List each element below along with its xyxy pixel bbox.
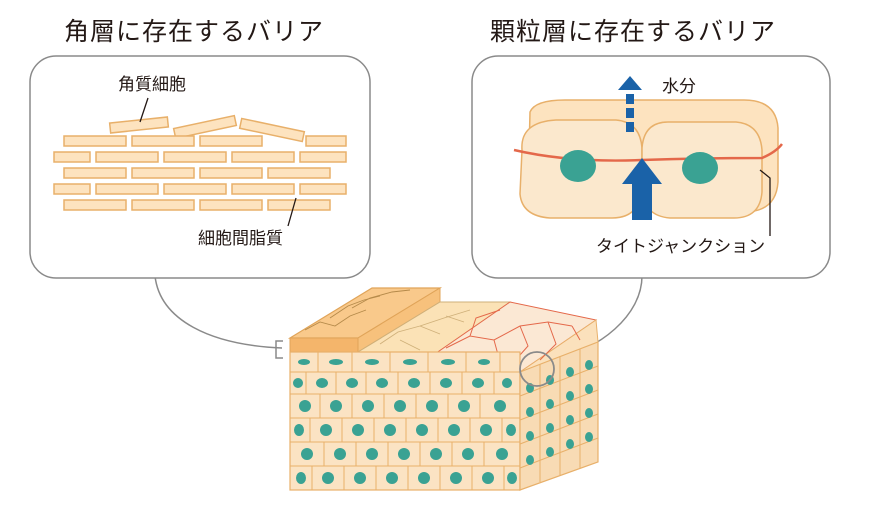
stratum-bracket: [275, 340, 283, 359]
intercellular-lipid-label: 細胞間脂質: [198, 229, 283, 249]
magnifier-circle: [519, 351, 555, 387]
corneocyte-leader: [139, 97, 149, 123]
water-label: 水分: [662, 77, 696, 97]
water-arrow-dashed: [618, 76, 642, 132]
front-cell-grid: [290, 352, 520, 490]
right-panel-title: 顆粒層に存在するバリア: [490, 17, 777, 46]
corneocyte: [108, 116, 170, 134]
left-panel-title: 角層に存在するバリア: [64, 17, 325, 46]
water-blocked-arrow: [622, 158, 662, 220]
stratum-corneum-front: [289, 337, 359, 353]
nucleus-icon: [560, 150, 596, 182]
nucleus-icon: [682, 152, 718, 184]
block-front-face: [289, 351, 521, 491]
skin-block: [287, 287, 599, 491]
corneocyte-label: 角質細胞: [118, 75, 186, 95]
tight-junction-label: タイトジャンクション: [596, 237, 766, 257]
corneocyte: [238, 117, 306, 143]
left-callout-box: [29, 55, 371, 279]
corneocyte-bricks: [53, 114, 347, 211]
lipid-leader: [287, 197, 297, 227]
corneocyte: [172, 114, 238, 140]
junction-leader: [759, 169, 771, 236]
front-nuclei: [293, 359, 517, 484]
left-callout-connector: [154, 275, 283, 349]
side-nuclei: [526, 360, 593, 465]
